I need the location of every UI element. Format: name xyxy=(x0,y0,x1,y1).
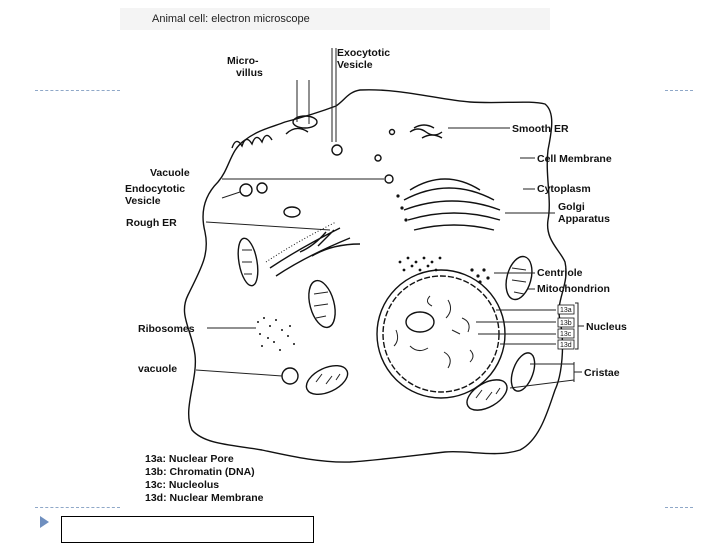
label-vacuole-top: Vacuole xyxy=(150,167,190,179)
label-microvillus-line2: villus xyxy=(236,67,263,79)
vesicle-left xyxy=(284,207,300,217)
golgi-cisterna-3 xyxy=(404,201,500,210)
golgi-cisterna-5 xyxy=(414,225,494,230)
endocytotic-leader xyxy=(222,192,240,198)
ribosome-dots xyxy=(257,317,295,351)
vacuole-bottom-leader xyxy=(196,370,282,376)
label-nucleus: Nucleus xyxy=(586,321,627,333)
label-vacuole-bottom: vacuole xyxy=(138,363,177,375)
label-smooth-er: Smooth ER xyxy=(512,123,569,135)
smooth-er-shape xyxy=(410,125,442,138)
mitochondrion-bottom-right-cristae xyxy=(476,388,500,400)
label-golgi-line2: Apparatus xyxy=(558,213,610,225)
label-cytoplasm: Cytoplasm xyxy=(537,183,591,195)
vacuole-top xyxy=(385,175,393,183)
vesicle-small-1 xyxy=(375,155,381,161)
vesicle-small-2 xyxy=(390,130,395,135)
tag-13d: 13d xyxy=(560,342,572,349)
label-cell-membrane: Cell Membrane xyxy=(537,153,612,165)
mitochondrion-bottom-right xyxy=(462,374,512,417)
legend-item-13d: 13d: Nuclear Membrane xyxy=(145,492,264,504)
label-microvillus-line1: Micro- xyxy=(227,55,259,67)
golgi-cisterna-4 xyxy=(408,213,500,220)
mitochondrion-mid-cristae xyxy=(314,292,328,318)
legend-item-13c: 13c: Nucleolus xyxy=(145,479,219,491)
endocytotic-vesicle xyxy=(240,184,252,196)
cristae-bracket xyxy=(574,362,582,382)
label-cristae: Cristae xyxy=(584,367,620,379)
tag-13b: 13b xyxy=(560,320,572,327)
label-ribosomes: Ribosomes xyxy=(138,323,195,335)
mitochondrion-mid xyxy=(304,278,340,331)
golgi-cisterna-2 xyxy=(404,188,494,200)
rough-er-shape xyxy=(270,228,360,276)
label-exocytotic-line1: Exocytotic xyxy=(337,47,390,59)
label-endocytotic-line2: Vesicle xyxy=(125,195,161,207)
nucleolus xyxy=(406,312,434,332)
label-exocytotic-line2: Vesicle xyxy=(337,59,373,71)
mitochondrion-right-cristae xyxy=(512,268,526,294)
rough-er-leader xyxy=(206,222,330,230)
tag-13c: 13c xyxy=(560,331,572,338)
mitochondrion-left-cristae xyxy=(242,250,252,274)
label-rough-er: Rough ER xyxy=(126,217,177,229)
microvillus-fold xyxy=(286,128,308,134)
tag-13a: 13a xyxy=(560,307,572,314)
exocytotic-vesicle xyxy=(332,145,342,155)
label-centriole: Centriole xyxy=(537,267,583,279)
legend-item-13a: 13a: Nuclear Pore xyxy=(145,453,234,465)
diagram-title: Animal cell: electron microscope xyxy=(152,13,310,25)
nucleus-bracket xyxy=(575,303,584,349)
endocytotic-vesicle-2 xyxy=(257,183,267,193)
mitochondrion-bottom-left xyxy=(302,360,352,400)
cristae-leader-2 xyxy=(510,380,574,388)
label-mitochondrion: Mitochondrion xyxy=(537,283,610,295)
slide-bullet-arrow xyxy=(40,516,49,528)
legend-item-13b: 13b: Chromatin (DNA) xyxy=(145,466,255,478)
caption-text-box[interactable] xyxy=(61,516,314,543)
label-endocytotic-line1: Endocytotic xyxy=(125,183,185,195)
golgi-vesicle-3 xyxy=(404,218,407,221)
vacuole-bottom xyxy=(282,368,298,384)
chromatin xyxy=(394,296,473,368)
golgi-vesicle-2 xyxy=(400,206,403,209)
label-golgi-line1: Golgi xyxy=(558,201,585,213)
golgi-vesicle-1 xyxy=(396,194,399,197)
mitochondrion-bottom-left-cristae xyxy=(316,374,340,384)
mitochondrion-right xyxy=(502,254,537,303)
